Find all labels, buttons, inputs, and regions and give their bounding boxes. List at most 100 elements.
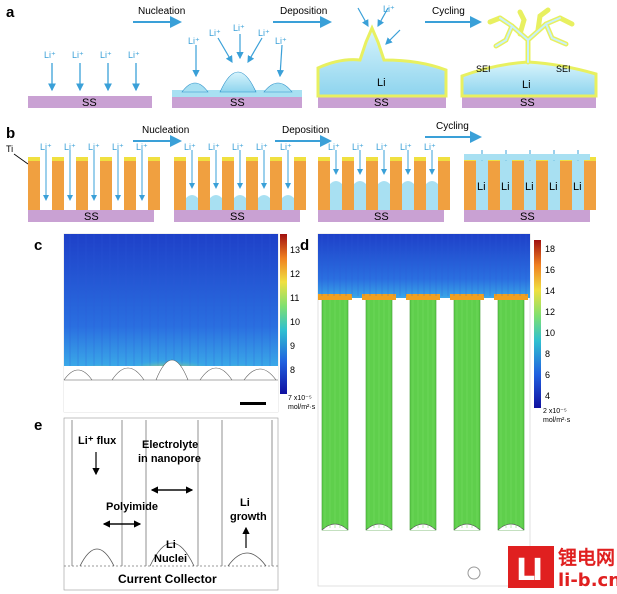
step-arrow-nucleation: Nucleation <box>133 6 185 28</box>
li-label: Li <box>549 181 558 193</box>
ss-label: SS <box>520 211 535 223</box>
ti-pillar <box>464 160 476 210</box>
colorbar-d-tick: 4 <box>545 391 550 401</box>
ti-pillar <box>390 160 402 210</box>
ti-pillar <box>124 160 136 210</box>
ti-pillar <box>294 160 306 210</box>
nanopore <box>494 294 528 531</box>
ss-label: SS <box>84 211 99 223</box>
step-arrow-cycling: Cycling <box>425 6 482 28</box>
ti-label: Ti <box>6 144 13 154</box>
panel-a-stage-2: SS Li⁺ Li⁺ Li⁺ Li⁺ Li⁺ <box>172 23 302 109</box>
polyimide-label: Polyimide <box>106 501 158 513</box>
panel-label-a: a <box>6 4 15 21</box>
colorbar-d-unit: mol/m²·s <box>543 417 571 424</box>
li-label: Li <box>573 181 582 193</box>
li-nucleus <box>181 82 209 93</box>
li-ion-label: Li⁺ <box>88 142 100 152</box>
li-ion-label: Li⁺ <box>128 50 140 60</box>
li-ion-label: Li⁺ <box>40 142 52 152</box>
li-ion-label: Li⁺ <box>232 142 244 152</box>
sei-label-left: SEI <box>476 64 491 74</box>
step-label-cycling: Cycling <box>432 6 465 17</box>
substrate-ss <box>28 96 152 108</box>
li-ion-label: Li⁺ <box>208 142 220 152</box>
svg-text:L: L <box>516 553 535 588</box>
step-arrow-deposition-b: Deposition <box>275 125 332 147</box>
li-ion-label: Li⁺ <box>188 36 200 46</box>
ti-pillar <box>366 160 378 210</box>
panel-label-e: e <box>34 417 42 434</box>
step-label-nucleation: Nucleation <box>138 6 185 17</box>
li-deposit <box>316 24 448 98</box>
li-nucleus <box>263 82 293 93</box>
li-ion-label: Li⁺ <box>383 4 395 14</box>
li-ion-label: Li⁺ <box>352 142 364 152</box>
ti-pillar <box>222 160 234 210</box>
li-ion-label: Li⁺ <box>424 142 436 152</box>
ss-label: SS <box>520 97 535 109</box>
panel-a-stage-1: SS Li⁺ Li⁺ Li⁺ Li⁺ <box>28 50 152 109</box>
ti-pillar <box>560 160 572 210</box>
ss-label: SS <box>82 97 97 109</box>
panel-c-simulation: 13 12 11 10 9 8 7 x10⁻⁵ mol/m²·s <box>63 233 316 413</box>
li-ion-label: Li⁺ <box>184 142 196 152</box>
ss-label: SS <box>374 97 389 109</box>
ti-pillar <box>198 160 210 210</box>
panel-b-stages: SSLi⁺Li⁺Li⁺Li⁺Li⁺SSLi⁺Li⁺Li⁺Li⁺Li⁺SSLi⁺L… <box>28 142 596 223</box>
panel-a-stage-3: SS Li Li⁺ <box>316 4 448 109</box>
li-nuclei-label-2: Nuclei <box>154 553 187 565</box>
ti-pillar <box>488 160 500 210</box>
ti-pillar <box>270 160 282 210</box>
li-growth-label-2: growth <box>230 511 267 523</box>
panel-label-c: c <box>34 237 42 254</box>
step-label-deposition: Deposition <box>282 125 329 136</box>
colorbar-d-min: 2 x10⁻⁵ <box>543 408 567 415</box>
li-ion-label: Li⁺ <box>256 142 268 152</box>
colorbar-c-tick: 10 <box>290 317 300 327</box>
nanopore <box>406 294 440 531</box>
ss-label: SS <box>374 211 389 223</box>
ti-pillar <box>318 160 330 210</box>
li-ion-label: Li⁺ <box>275 36 287 46</box>
li-label: Li <box>477 181 486 193</box>
colorbar-c-min: 7 x10⁻⁵ <box>288 395 312 402</box>
colorbar-c-tick: 12 <box>290 269 300 279</box>
svg-text:I: I <box>532 553 543 588</box>
watermark-line2: li-b.cn <box>558 570 617 591</box>
colorbar-d-tick: 6 <box>545 370 550 380</box>
ti-pillar <box>76 160 88 210</box>
ss-label: SS <box>230 211 245 223</box>
watermark-logo: L I 锂电网 li-b.cn <box>467 546 617 591</box>
colorbar-d <box>534 240 541 408</box>
colorbar-c-tick: 9 <box>290 341 295 351</box>
nanopore <box>318 294 352 531</box>
ti-pillar <box>512 160 524 210</box>
substrate-ss <box>28 210 154 222</box>
li-ion-label: Li⁺ <box>376 142 388 152</box>
panel-a-stage-4: SS Li SEI SEI <box>460 7 598 109</box>
colorbar-d-tick: 12 <box>545 307 555 317</box>
li-ion-label: Li⁺ <box>209 28 221 38</box>
substrate-ss <box>464 210 590 222</box>
li-growth-label: Li <box>240 497 250 509</box>
step-label-deposition: Deposition <box>280 6 327 17</box>
substrate-ss <box>174 210 300 222</box>
li-nucleus-arc <box>227 552 267 567</box>
li-label: Li <box>501 181 510 193</box>
electrolyte-label-2: in nanopore <box>138 453 201 465</box>
chat-icon <box>467 566 481 580</box>
li-nucleus <box>219 71 257 93</box>
ti-pillar <box>342 160 354 210</box>
colorbar-c <box>280 234 287 394</box>
colorbar-c-tick: 13 <box>290 245 300 255</box>
colorbar-c-tick: 8 <box>290 365 295 375</box>
ti-pillar <box>52 160 64 210</box>
ti-pillar <box>536 160 548 210</box>
li-ion-label: Li⁺ <box>64 142 76 152</box>
ti-pillar <box>174 160 186 210</box>
li-flux-label: Li⁺ flux <box>78 435 117 447</box>
substrate-ss <box>318 210 444 222</box>
substrate-ss <box>318 96 446 108</box>
